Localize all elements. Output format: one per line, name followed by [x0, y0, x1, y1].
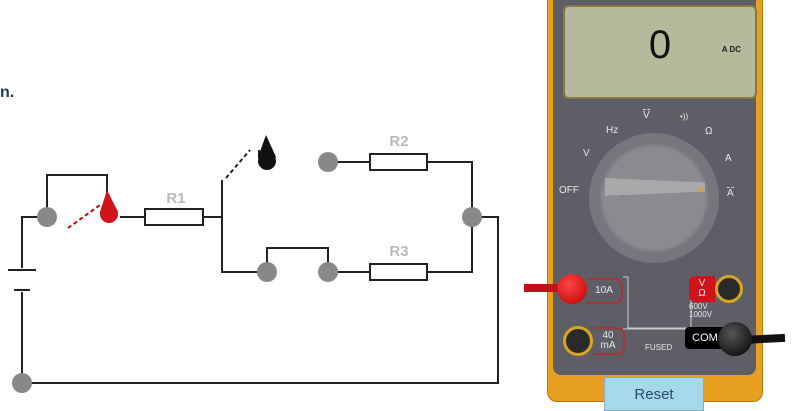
- rating-600v: 600V: [689, 302, 708, 311]
- black-probe-plug[interactable]: [718, 322, 752, 356]
- red-probe-lead: [67, 204, 101, 229]
- label-r1: R1: [166, 190, 185, 207]
- port-com-label: COM: [685, 327, 725, 349]
- resistor-r1: [144, 208, 204, 226]
- dial-aac[interactable]: A: [725, 153, 732, 164]
- instruction-text: n.: [0, 84, 15, 101]
- dial-adc[interactable]: A: [727, 187, 734, 199]
- node[interactable]: [318, 262, 338, 282]
- black-probe-tip[interactable]: [258, 135, 276, 170]
- resistor-r3: [369, 263, 428, 281]
- dial-vac[interactable]: V: [583, 148, 590, 159]
- lcd-unit: A DC: [721, 45, 741, 54]
- port-ohm-label: Ω: [698, 288, 706, 299]
- dial-off[interactable]: OFF: [559, 185, 579, 196]
- lcd-display: 0 A DC: [563, 5, 757, 99]
- dial-indicator-dot: [699, 188, 703, 192]
- reset-button[interactable]: Reset: [604, 377, 704, 411]
- port-10a-label: 10A: [587, 278, 623, 304]
- black-probe-lead: [225, 149, 251, 179]
- red-probe-plug[interactable]: [557, 274, 587, 304]
- node[interactable]: [37, 207, 57, 227]
- fused-label: FUSED: [645, 343, 673, 352]
- node[interactable]: [12, 373, 32, 393]
- dial-pointer[interactable]: [605, 178, 705, 196]
- dial-continuity[interactable]: •)): [680, 112, 689, 121]
- circuit-diagram: R1 R2 R3: [8, 133, 499, 393]
- port-v-label: V: [698, 278, 706, 289]
- node[interactable]: [462, 207, 482, 227]
- label-r2: R2: [389, 133, 408, 150]
- red-probe-tip[interactable]: [100, 190, 118, 223]
- node[interactable]: [257, 262, 277, 282]
- port-40ma-jack[interactable]: [563, 326, 593, 356]
- red-probe-cable: [524, 284, 564, 292]
- port-40ma-top: 40: [602, 330, 614, 341]
- resistor-r2: [369, 153, 428, 171]
- dial-ohm[interactable]: Ω: [705, 126, 713, 137]
- rating-1000v: 1000V: [689, 310, 713, 319]
- lcd-reading: 0: [648, 23, 672, 67]
- nodes: [12, 152, 482, 393]
- selector-dial[interactable]: [589, 133, 719, 263]
- port-40ma-bottom: mA: [600, 340, 616, 351]
- label-r3: R3: [389, 243, 408, 260]
- dial-hz[interactable]: Hz: [606, 125, 619, 136]
- port-v-ohm-jack[interactable]: [715, 275, 743, 303]
- dial-vdc[interactable]: V: [643, 109, 650, 121]
- node[interactable]: [318, 152, 338, 172]
